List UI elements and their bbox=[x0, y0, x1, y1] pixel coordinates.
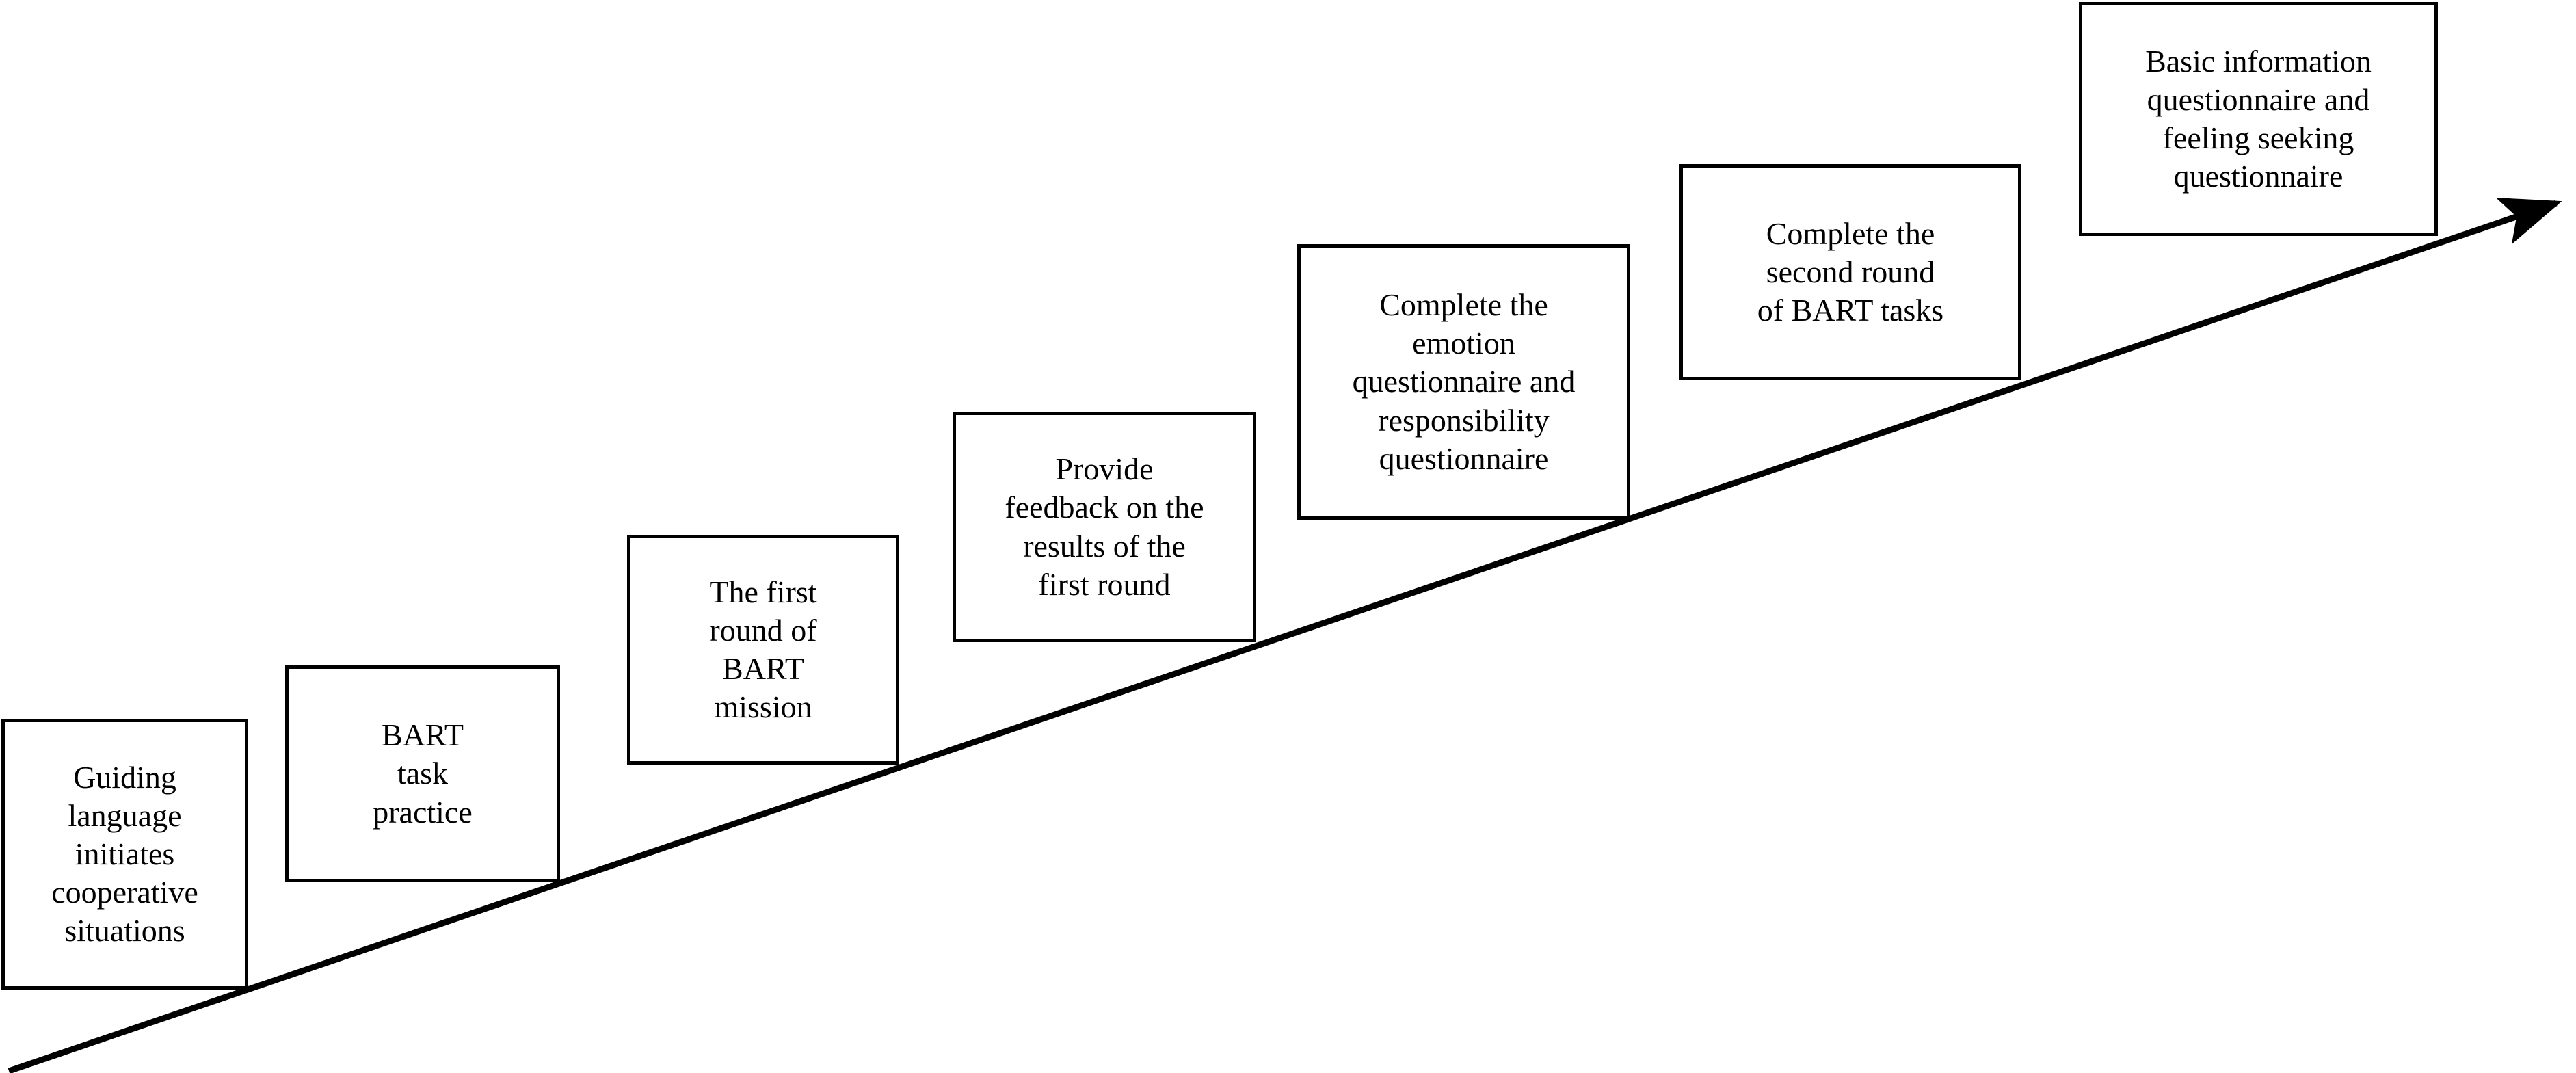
timeline-line bbox=[8, 198, 2562, 1073]
step-label-2: BART task practice bbox=[373, 717, 473, 830]
step-box-4[interactable]: Provide feedback on the results of the f… bbox=[953, 412, 1256, 642]
step-box-1[interactable]: Guiding language initiates cooperative s… bbox=[1, 719, 248, 990]
step-box-3[interactable]: The first round of BART mission bbox=[627, 535, 899, 765]
step-label-7: Basic information questionnaire and feel… bbox=[2145, 43, 2372, 194]
step-label-3: The first round of BART mission bbox=[709, 574, 817, 725]
step-box-6[interactable]: Complete the second round of BART tasks bbox=[1679, 164, 2021, 380]
step-box-7[interactable]: Basic information questionnaire and feel… bbox=[2079, 2, 2438, 236]
step-label-1: Guiding language initiates cooperative s… bbox=[51, 759, 198, 949]
step-label-4: Provide feedback on the results of the f… bbox=[1005, 451, 1204, 602]
step-box-5[interactable]: Complete the emotion questionnaire and r… bbox=[1297, 244, 1630, 520]
step-label-5: Complete the emotion questionnaire and r… bbox=[1352, 287, 1576, 476]
step-label-6: Complete the second round of BART tasks bbox=[1757, 215, 1944, 328]
step-box-2[interactable]: BART task practice bbox=[285, 665, 560, 882]
